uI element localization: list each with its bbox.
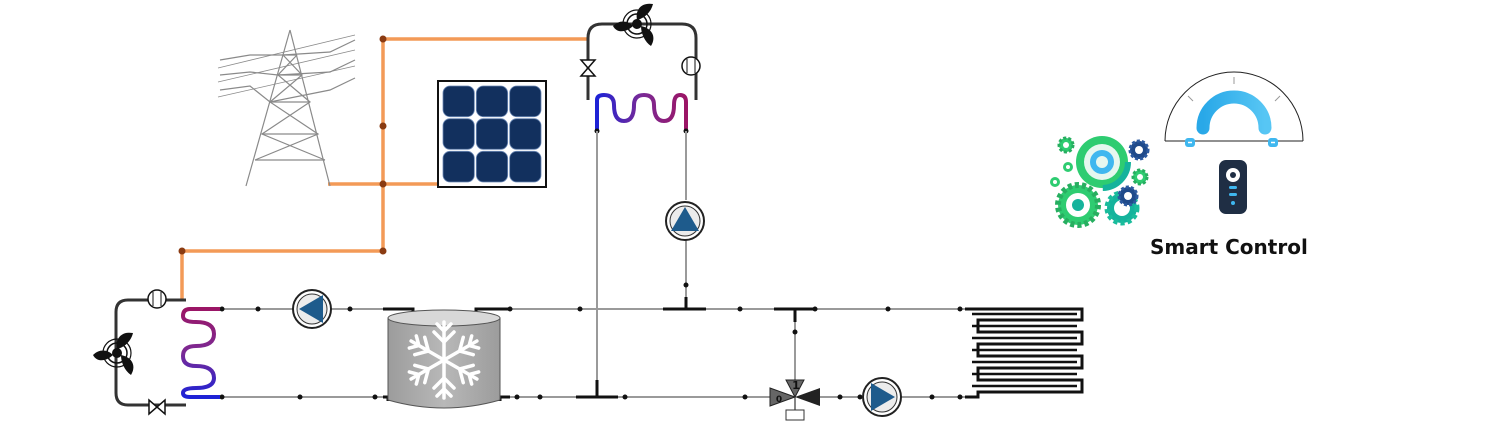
expansion-valve-icon [580, 59, 596, 77]
smart-thermostat-dial [1164, 71, 1304, 147]
compressor-icon [147, 289, 167, 309]
solar-cell [442, 118, 475, 150]
lower-heat-pump [92, 289, 220, 415]
underfloor-heating-coil [965, 307, 1084, 399]
valve-port-label: 1 [792, 379, 800, 392]
solar-cell [509, 85, 542, 118]
solar-cell [475, 150, 509, 183]
upper-heat-pump [580, 2, 701, 134]
cold-storage-tank [387, 309, 501, 409]
three-way-mixing-valve: 1 0 [769, 379, 820, 421]
solar-cell [442, 150, 475, 183]
fan-icon [92, 331, 135, 376]
expansion-valve-icon [148, 399, 166, 415]
pipework [220, 131, 970, 398]
solar-cell [509, 118, 542, 150]
pump-upper [665, 201, 705, 241]
smart-control-label: Smart Control [1150, 235, 1308, 259]
pump-emitter [862, 377, 902, 417]
solar-panel [437, 80, 547, 188]
gears-icon [1050, 133, 1150, 228]
solar-cell [475, 118, 509, 150]
compressor-icon [681, 56, 701, 76]
solar-cell [509, 150, 542, 183]
snowflake-icon [404, 320, 484, 400]
solar-cell [442, 85, 475, 118]
remote-control-icon [1219, 160, 1247, 214]
solar-cell [475, 85, 509, 118]
electric-nodes [178, 35, 387, 255]
pipe-nodes [219, 282, 963, 400]
pump-circuit-1 [292, 289, 332, 329]
fan-icon [612, 2, 655, 47]
transmission-tower-icon [217, 29, 356, 187]
valve-port-label: 0 [776, 395, 782, 405]
